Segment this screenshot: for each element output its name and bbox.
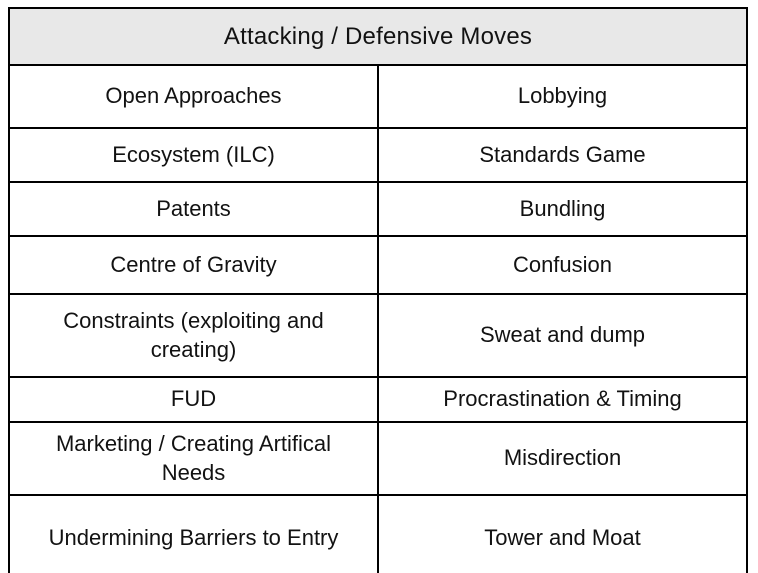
table-row: Marketing / Creating Artifical Needs Mis… [8,421,748,496]
table-cell-left: Open Approaches [8,64,379,129]
table-cell-left: Constraints (exploiting and creating) [8,293,379,378]
table-cell-left: FUD [8,376,379,423]
table-title: Attacking / Defensive Moves [8,7,748,66]
table-row: Centre of Gravity Confusion [8,235,748,295]
table-cell-right: Misdirection [377,421,748,496]
table-row: Constraints (exploiting and creating) Sw… [8,293,748,378]
table-cell-left: Marketing / Creating Artifical Needs [8,421,379,496]
table-cell-left: Ecosystem (ILC) [8,127,379,183]
table-row: Undermining Barriers to Entry Tower and … [8,494,748,573]
table-cell-right: Tower and Moat [377,494,748,573]
table-cell-left: Undermining Barriers to Entry [8,494,379,573]
table-header-row: Attacking / Defensive Moves [8,7,748,66]
table-cell-left: Centre of Gravity [8,235,379,295]
table-row: Patents Bundling [8,181,748,237]
table-row: FUD Procrastination & Timing [8,376,748,423]
table-row: Ecosystem (ILC) Standards Game [8,127,748,183]
table-cell-right: Confusion [377,235,748,295]
table-cell-right: Sweat and dump [377,293,748,378]
table-cell-right: Procrastination & Timing [377,376,748,423]
table-cell-right: Standards Game [377,127,748,183]
table-cell-left: Patents [8,181,379,237]
moves-table: Attacking / Defensive Moves Open Approac… [8,7,748,573]
table-cell-right: Bundling [377,181,748,237]
table-cell-right: Lobbying [377,64,748,129]
table-row: Open Approaches Lobbying [8,64,748,129]
